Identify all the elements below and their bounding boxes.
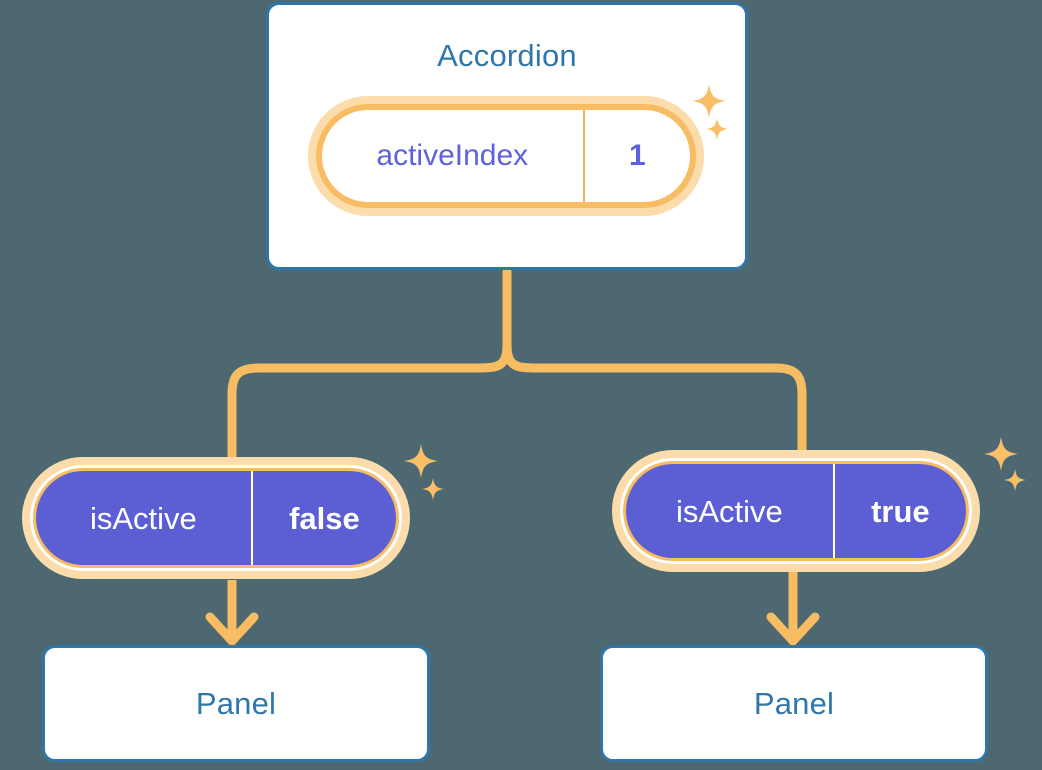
state-key-label: activeIndex xyxy=(376,139,529,172)
sparkle-icon xyxy=(404,444,438,478)
sparkle-icon xyxy=(1004,469,1026,491)
state-pill-isactive-false[interactable]: isActive false xyxy=(30,465,402,571)
state-value-label: 1 xyxy=(582,110,690,202)
sparkle-icon xyxy=(422,478,444,500)
connector-split-right xyxy=(502,340,807,465)
connector-split-left xyxy=(227,340,512,470)
state-pill-activeindex[interactable]: activeIndex 1 xyxy=(316,104,696,208)
arrow-right-branch-to-panel xyxy=(766,572,820,646)
sparkle-icon xyxy=(984,437,1018,471)
state-value-label: true xyxy=(832,464,966,558)
panel-title: Panel xyxy=(753,686,835,721)
state-value-label: false xyxy=(250,471,396,565)
page-title: Accordion xyxy=(437,38,577,73)
state-key-label: isActive xyxy=(89,500,197,536)
state-pill-isactive-true[interactable]: isActive true xyxy=(620,458,972,564)
state-key-label: isActive xyxy=(675,493,783,529)
panel-component-card-left[interactable]: Panel xyxy=(42,645,430,762)
panel-title: Panel xyxy=(195,686,277,721)
panel-component-card-right[interactable]: Panel xyxy=(600,645,988,762)
arrow-left-branch-to-panel xyxy=(205,580,259,646)
